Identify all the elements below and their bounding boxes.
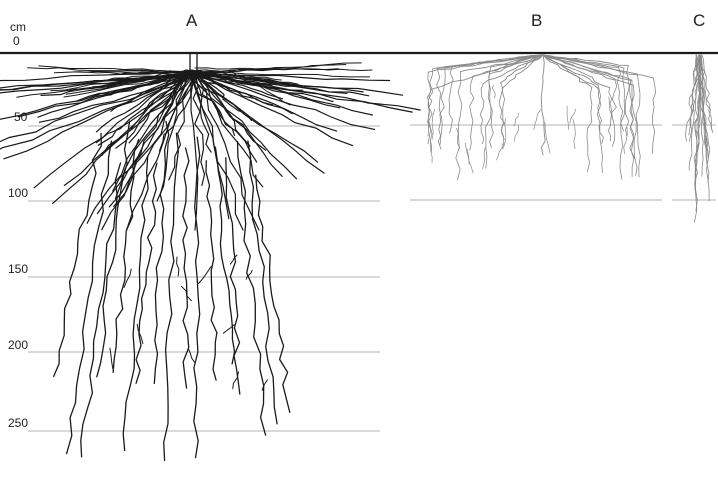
root-b-drop (653, 78, 656, 154)
depth-gridlines (28, 125, 716, 431)
root-b-fine (432, 109, 435, 139)
root-b-center (541, 55, 545, 155)
panel-b-roots (428, 55, 656, 180)
root-b-drop (437, 68, 443, 149)
root-b-drop (597, 89, 602, 173)
panel-a-roots (0, 63, 420, 461)
root-a-deep (194, 137, 200, 457)
root-b-drop (500, 83, 505, 140)
root-b-drop (620, 68, 625, 179)
root-b-drop (587, 87, 592, 171)
root-b-fine (492, 85, 495, 98)
depth-label-250: 250 (8, 416, 28, 430)
root-a-branch (189, 349, 196, 363)
root-b-fine (545, 122, 550, 153)
root-b-fine (514, 113, 518, 126)
root-b-fine (483, 148, 485, 169)
depth-label-100: 100 (8, 186, 28, 200)
root-b-drop (449, 66, 453, 133)
panel-label-c: C (693, 11, 705, 30)
plant-a-stem (190, 53, 197, 70)
depth-label-0: 0 (13, 34, 20, 48)
root-a-branch (230, 255, 237, 264)
panel-label-b: B (531, 11, 542, 30)
root-a-branch (177, 257, 179, 276)
root-b-fine (573, 119, 576, 149)
root-b-fine (567, 106, 569, 129)
root-a-deep (206, 161, 217, 380)
depth-label-200: 200 (8, 338, 28, 352)
root-a-branch (199, 267, 211, 284)
root-b-lateral (431, 55, 543, 89)
root-b-fine (465, 143, 469, 165)
depth-label-50: 50 (14, 110, 28, 124)
root-b-fine (570, 109, 576, 124)
root-b-fine (497, 144, 503, 160)
unit-label: cm (10, 20, 26, 34)
root-b-drop (456, 72, 462, 180)
panel-label-a: A (186, 11, 198, 30)
root-a-deep (164, 133, 179, 460)
root-a-branch (110, 348, 113, 368)
root-a-deep (123, 156, 148, 451)
root-b-drop (480, 84, 484, 144)
root-b-fine (515, 126, 519, 142)
root-b-drop (501, 88, 504, 149)
root-b-drop (485, 67, 491, 168)
root-b-fine (467, 149, 473, 173)
depth-label-150: 150 (8, 262, 28, 276)
panel-c-roots (685, 55, 712, 222)
root-b-drop (612, 80, 617, 146)
root-b-fine (534, 110, 541, 130)
root-b-drop (636, 74, 640, 177)
root-b-drop (470, 76, 474, 150)
